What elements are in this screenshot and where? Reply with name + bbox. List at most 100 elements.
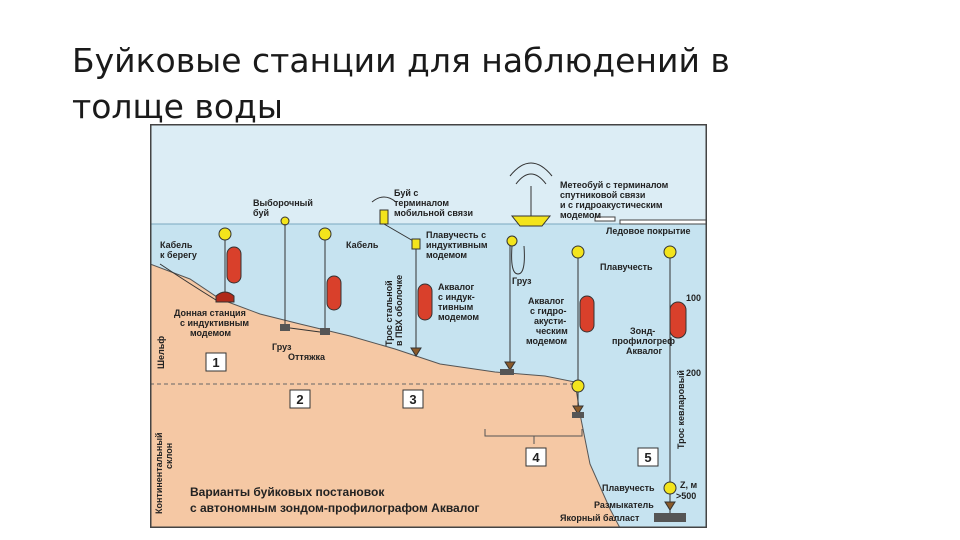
float-yellow-1 (218, 227, 232, 241)
frame (150, 124, 707, 528)
mobile-antenna (371, 196, 397, 203)
mobile-buoy (379, 209, 389, 225)
slide-title: Буйковые станции для наблюдений в толще … (72, 38, 892, 130)
float-yellow-5 (663, 245, 677, 259)
float-red-4b (579, 295, 595, 333)
sky (150, 124, 707, 224)
label-bottom-2: с индуктивным (180, 318, 249, 328)
label-weight: Груз (272, 342, 292, 352)
weight-4b (572, 412, 584, 418)
cable-3 (383, 223, 416, 243)
ice-cover (619, 219, 707, 225)
title-line-1: Буйковые станции для наблюдений в (72, 41, 730, 80)
label-z-m: Z, м (680, 480, 697, 490)
anchor-3 (410, 347, 422, 357)
variant-box-5: 5 (637, 447, 659, 467)
label-probe-3: Аквалог (626, 346, 663, 356)
float-red-1 (226, 246, 242, 284)
label-sample-buoy-2: буй (253, 208, 269, 218)
label-akvalog-ac-3: акусти- (534, 316, 566, 326)
label-akvalog-ind-4: модемом (438, 312, 479, 322)
weight-4 (500, 369, 514, 375)
meteo-antenna-2 (509, 162, 553, 177)
shore-cable (159, 263, 217, 301)
label-akvalog-ac-4: ческим (536, 326, 568, 336)
label-cable-shore-2: к берегу (160, 250, 197, 260)
label-shelf: Шельф (156, 336, 166, 369)
label-meteo-2: спутниковой связи (560, 190, 645, 200)
variant-box-4: 4 (525, 447, 547, 467)
label-slope-1: Континентальный (154, 432, 164, 514)
variant-box-2: 2 (289, 389, 311, 409)
label-anchor-line: Оттяжка (288, 352, 326, 362)
label-cable: Кабель (346, 240, 379, 250)
label-sample-buoy-1: Выборочный (253, 198, 313, 208)
seabed (150, 263, 621, 528)
label-float-ind-1: Плавучесть с (426, 230, 486, 240)
tether (289, 327, 321, 333)
label-weight-2: Груз (512, 276, 532, 286)
label-meteo-1: Метеобуй с терминалом (560, 180, 669, 190)
float-red-3 (417, 283, 433, 321)
probe-profiler (669, 301, 687, 339)
meteo-antenna-1 (515, 173, 547, 185)
label-mobile-1: Буй с (394, 188, 418, 198)
releaser (664, 501, 676, 511)
svg-text:4: 4 (532, 450, 540, 465)
label-float-ind-3: модемом (426, 250, 467, 260)
ice-cover-2 (594, 216, 616, 222)
mooring-diagram: 1 2 3 4 5 Выборочный буй Буй с терминало… (150, 124, 707, 528)
float-yellow-4 (506, 235, 518, 247)
svg-text:3: 3 (409, 392, 416, 407)
float-ind-modem (411, 238, 421, 250)
variant-box-3: 3 (402, 389, 424, 409)
label-float: Плавучесть (600, 262, 653, 272)
float-yellow-5b (663, 481, 677, 495)
anchor-4b (572, 405, 584, 415)
label-akvalog-ind-2: с индук- (438, 292, 475, 302)
label-steel-2: в ПВХ оболочке (394, 275, 404, 346)
label-bottom-3: модемом (190, 328, 231, 338)
weight-2b (320, 328, 330, 335)
float-yellow-4c (571, 379, 585, 393)
sample-buoy (280, 216, 290, 226)
label-akvalog-ac-1: Аквалог (528, 296, 565, 306)
label-float-bottom: Плавучесть (602, 483, 655, 493)
label-releaser: Размыкатель (594, 500, 654, 510)
title-line-2: толще воды (72, 87, 283, 126)
label-probe-1: Зонд- (630, 326, 655, 336)
label-bottom-1: Донная станция (174, 308, 246, 318)
label-probe-2: профилогреф (612, 336, 675, 346)
label-depth-100: 100 (686, 293, 701, 303)
label-slope-2: склон (164, 443, 174, 469)
label-akvalog-ac-2: с гидро- (530, 306, 567, 316)
label-variants-1: Варианты буйковых постановок (190, 485, 385, 499)
float-yellow-2 (318, 227, 332, 241)
group-bracket (484, 429, 583, 444)
label-meteo-3: и с гидроакустическим (560, 200, 663, 210)
float-yellow-4b (571, 245, 585, 259)
meteo-buoy (510, 215, 552, 227)
anchor-ballast (654, 513, 686, 522)
label-kevlar: Трос кевларовый (676, 370, 686, 449)
label-depth-500: >500 (676, 491, 696, 501)
label-steel-1: Трос стальной (384, 280, 394, 346)
label-float-ind-2: индуктивным (426, 240, 488, 250)
svg-text:2: 2 (296, 392, 303, 407)
anchor-4 (504, 361, 516, 371)
label-mobile-2: терминалом (394, 198, 449, 208)
label-akvalog-ind-3: тивным (438, 302, 474, 312)
label-depth-200: 200 (686, 368, 701, 378)
label-variants-2: с автономным зондом-профилографом Аквало… (190, 501, 480, 515)
label-akvalog-ind-1: Аквалог (438, 282, 475, 292)
bottom-station (215, 291, 235, 303)
weight-2a (280, 324, 290, 331)
svg-text:1: 1 (212, 355, 219, 370)
label-akvalog-ac-5: модемом (526, 336, 567, 346)
label-mobile-3: мобильной связи (394, 208, 473, 218)
label-meteo-4: модемом (560, 210, 601, 220)
label-ice: Ледовое покрытие (606, 226, 691, 236)
float-red-2 (326, 275, 342, 311)
variant-box-1: 1 (205, 352, 227, 372)
label-anchor: Якорный балласт (560, 513, 640, 523)
